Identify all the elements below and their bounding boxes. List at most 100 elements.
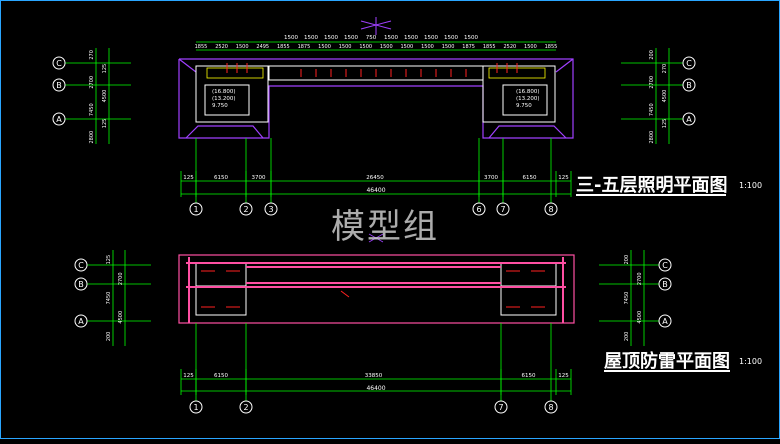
axis-bubble — [239, 400, 253, 414]
axis-label: 6 — [476, 205, 481, 214]
side-axis-bubble — [682, 78, 696, 92]
top-dim-label: 1500 — [424, 35, 438, 41]
axis-label: 7 — [500, 205, 505, 214]
side-axis-bubble — [682, 56, 696, 70]
axis-label: 1 — [193, 205, 198, 214]
top-dim-label: 1500 — [236, 44, 249, 50]
bottom-dim-label: 6150 — [523, 175, 537, 181]
side-axis-bubble — [74, 277, 88, 291]
side-axis-label: C — [78, 261, 84, 270]
side-axis-bubble — [658, 314, 672, 328]
top-dim-label: 1500 — [401, 44, 414, 50]
side-axis-label: B — [662, 280, 668, 289]
side-dim-label: 200 — [624, 255, 630, 265]
side-dim-label: 2700 — [649, 76, 655, 89]
axis-bubble — [189, 202, 203, 216]
top-dim-label: 1500 — [318, 44, 331, 50]
bottom-dim-label: 125 — [183, 175, 194, 181]
title-top: 三-五层照明平面图 — [576, 175, 728, 196]
side-dim-label: 125 — [106, 255, 112, 265]
title-top-underline — [576, 194, 726, 196]
axis-label: 7 — [498, 403, 503, 412]
top-dim-label: 1875 — [298, 44, 311, 50]
side-axis-label: B — [56, 81, 62, 90]
axis-bubble — [472, 202, 486, 216]
axis-label: 8 — [548, 403, 553, 412]
side-dim-label: 4500 — [662, 90, 668, 103]
top-room-labels-right: (16.800) (13.200) 9.750 — [516, 89, 540, 109]
side-dim-label: 7450 — [649, 103, 655, 116]
bottom-dim-label: 125 — [558, 175, 569, 181]
axis-label: 3 — [268, 205, 273, 214]
side-axis-label: B — [686, 81, 692, 90]
bottom-dim-label: 6150 — [522, 373, 536, 379]
bottom-total-dim: 46400 — [366, 385, 385, 392]
bottom-dim-label: 6150 — [214, 175, 228, 181]
side-dim-label: 4500 — [637, 311, 643, 324]
roof-outline — [178, 254, 575, 324]
axis-bubble — [544, 202, 558, 216]
side-dim-label: 7450 — [106, 292, 112, 305]
side-dim-label: 2800 — [649, 131, 655, 144]
axis-label: 8 — [548, 205, 553, 214]
side-axis-bubble — [74, 258, 88, 272]
top-light-fixtures — [226, 63, 518, 77]
side-dim-label: 200 — [624, 332, 630, 342]
side-dim-label: 4500 — [118, 311, 124, 324]
top-dim-label: 1500 — [421, 44, 434, 50]
side-axis-label: A — [56, 115, 62, 124]
side-axis-bubble — [682, 112, 696, 126]
side-axis-bubble — [52, 56, 66, 70]
side-axis-label: C — [662, 261, 668, 270]
watermark: 模型组 — [331, 207, 439, 247]
top-dim-lines — [196, 41, 556, 51]
bottom-north-symbol — [368, 233, 384, 243]
side-dim-label: 125 — [662, 119, 668, 129]
room-label-1-right: (16.800) — [516, 89, 540, 95]
top-dim-label: 1500 — [284, 35, 298, 41]
top-dim-label: 1500 — [384, 35, 398, 41]
bottom-dim-label: 125 — [183, 373, 194, 379]
axis-bubble — [496, 202, 510, 216]
title-bottom-underline — [604, 370, 730, 372]
side-dim-label: 270 — [89, 50, 95, 60]
top-dim-label: 1500 — [444, 35, 458, 41]
axis-bubble — [189, 400, 203, 414]
side-dim-label: 125 — [102, 119, 108, 129]
axis-bubble — [544, 400, 558, 414]
bottom-dim-label: 3700 — [484, 175, 498, 181]
top-dim-label: 1500 — [464, 35, 478, 41]
top-dim-label: 1855 — [545, 44, 558, 50]
top-dim-label: 1500 — [404, 35, 418, 41]
side-axis-bubble — [658, 258, 672, 272]
side-dim-label: 4500 — [102, 90, 108, 103]
title-bottom: 屋顶防雷平面图 — [604, 351, 730, 372]
room-label-2-left: (13.200) — [212, 96, 236, 102]
bottom-dim-label: 6150 — [214, 373, 228, 379]
scale-bottom: 1:100 — [739, 357, 763, 366]
side-dim-label: 200 — [106, 332, 112, 342]
room-label-2-right: (13.200) — [516, 96, 540, 102]
top-dim-label: 1855 — [277, 44, 290, 50]
axis-label: 2 — [243, 205, 248, 214]
top-dim-label: 1500 — [344, 35, 358, 41]
room-label-3-right: 9.750 — [516, 103, 532, 109]
axis-bubble — [239, 202, 253, 216]
side-dim-label: 125 — [102, 64, 108, 74]
top-dim-label: 1500 — [304, 35, 318, 41]
side-axis-bubble — [52, 78, 66, 92]
bottom-dim-label: 33850 — [365, 373, 383, 379]
axis-bubble — [494, 400, 508, 414]
side-axis-label: C — [686, 59, 692, 68]
side-axis-label: A — [686, 115, 692, 124]
top-dim-label: 1500 — [442, 44, 455, 50]
